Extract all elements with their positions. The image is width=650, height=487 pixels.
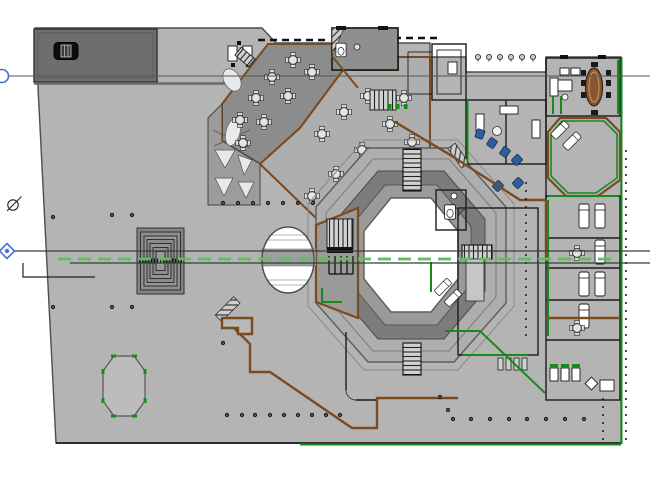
driveway-pavement xyxy=(33,28,158,83)
reference-lines xyxy=(8,75,650,278)
car-icon xyxy=(53,42,79,60)
conference-furniture xyxy=(549,62,611,115)
oval-conference-table-icon xyxy=(584,67,604,107)
grid-bubble-icon xyxy=(0,68,10,84)
office-furniture xyxy=(475,105,541,139)
bathroom-suite xyxy=(549,367,615,392)
planter-octagon xyxy=(101,354,147,418)
landscape-green-lines xyxy=(300,57,623,446)
stair-north xyxy=(402,148,422,192)
hedge-dashes xyxy=(525,150,627,440)
shrub-row xyxy=(474,54,536,62)
stair-east xyxy=(461,244,493,260)
stepped-fountain xyxy=(136,227,185,295)
octagon-court xyxy=(363,197,459,313)
circle-slash-datum-icon xyxy=(6,196,22,212)
brown-walkways xyxy=(220,120,620,430)
east-landing xyxy=(465,258,485,302)
stair-south xyxy=(402,342,422,376)
toilet-icon xyxy=(444,204,456,220)
stage-stair xyxy=(326,218,354,250)
drawing-markers xyxy=(0,68,22,260)
service-room-top xyxy=(331,26,399,111)
stair-run-icon xyxy=(369,89,397,111)
section-bracket xyxy=(22,263,95,278)
truss-panels xyxy=(212,129,255,199)
right-wing xyxy=(214,43,622,401)
toilet-icon xyxy=(335,42,347,58)
section-cut-diamond-icon xyxy=(0,242,16,260)
